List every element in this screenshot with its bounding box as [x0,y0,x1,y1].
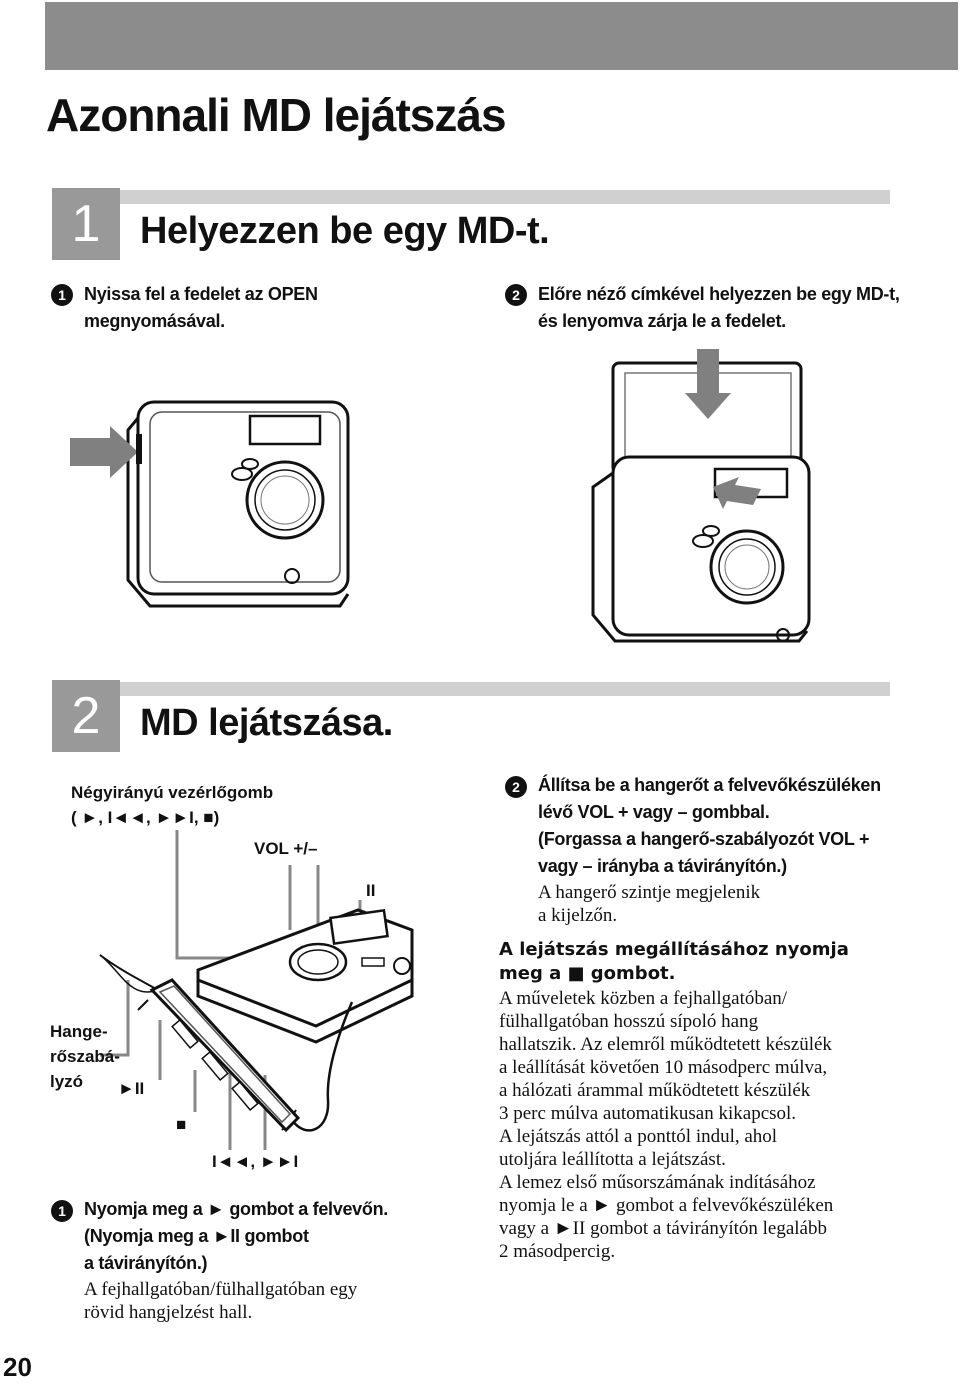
volume-label: Hange- rőszabá- lyzó [50,1022,120,1091]
step-2-title: MD lejátszása. [140,702,393,744]
player-open-illustration [70,400,350,608]
step-1-sub2-marker: 2 [505,284,527,306]
play-pause-label: ►II [118,1079,145,1098]
step-2-sub2-marker: 2 [505,776,527,798]
step-1-number: 1 [52,188,120,260]
page-title: Azonnali MD lejátszás [46,89,507,141]
step-2-sub2-note: A hangerő szintje megjelenik a kijelzőn. [538,882,761,926]
skip-label: I◄◄, ►►I [212,1152,299,1171]
step-1-sub2-text: Előre néző címkével helyezzen be egy MD-… [538,284,900,331]
step-1-rule [120,190,890,204]
step-2-rule [120,682,890,696]
step-2-sub1-text: Nyomja meg a ► gombot a felvevőn. (Nyomj… [84,1199,388,1273]
page-number: 20 [3,1352,32,1382]
step-2-sub1-marker: 1 [51,1200,73,1222]
stop-body: A műveletek közben a fejhallgatóban/ fül… [499,988,834,1262]
stop-heading: A lejátszás megállításához nyomja meg a … [499,939,849,984]
player-insert-illustration [591,349,811,643]
stop-label: ■ [176,1115,187,1134]
step-2-sub2-text: Állítsa be a hangerőt a felvevőkészüléke… [538,775,881,876]
step-1-sub1-marker: 1 [51,284,73,306]
vol-label: VOL +/– [254,839,318,858]
step-1-title: Helyezzen be egy MD-t. [140,210,550,252]
step-1-sub1-text: Nyissa fel a fedelet az OPEN megnyomásáv… [84,284,318,331]
header-bar [45,2,958,70]
player-remote-illustration [99,830,414,1150]
step-2-number: 2 [52,680,120,752]
control-label: Négyirányú vezérlőgomb ( ►, I◄◄, ►►I, ■) [71,783,274,827]
pause-label: II [366,881,376,900]
step-2-sub1-note: A fejhallgatóban/fülhallgatóban egy rövi… [84,1279,358,1323]
